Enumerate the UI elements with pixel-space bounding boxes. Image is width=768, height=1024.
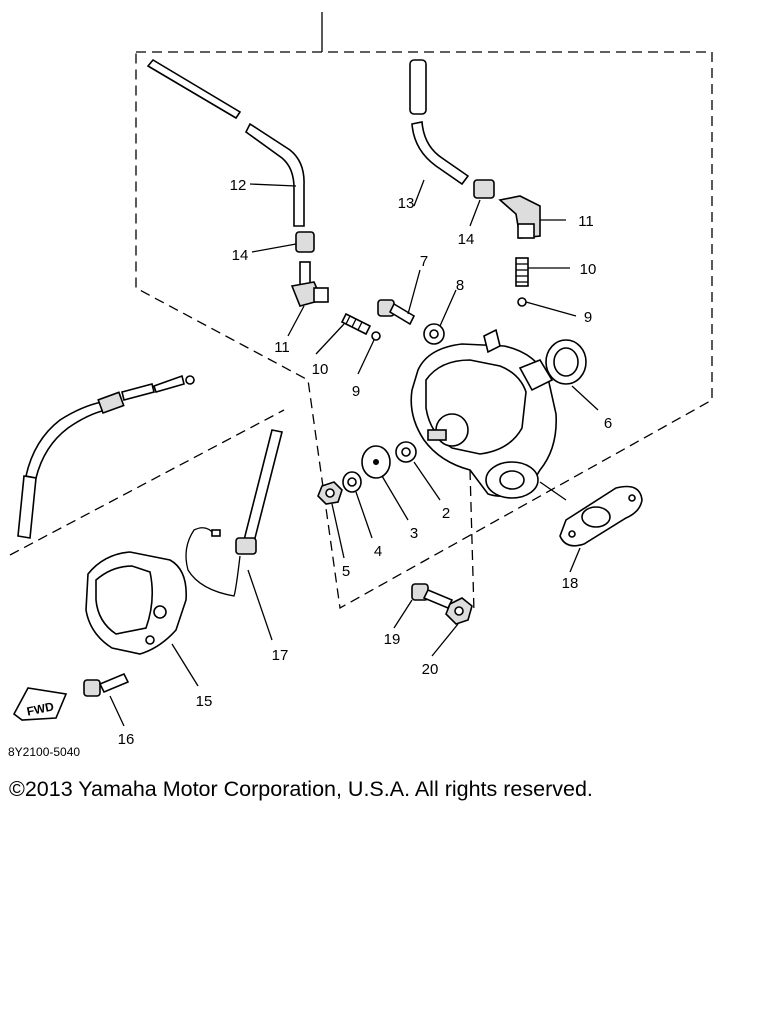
callout-11-left: 11 bbox=[274, 339, 290, 356]
sub-boundary bbox=[9, 409, 285, 556]
washer-2 bbox=[395, 441, 417, 463]
callout-5: 5 bbox=[342, 563, 350, 580]
part-code: 8Y2100-5040 bbox=[8, 745, 80, 759]
callout-9-left: 9 bbox=[352, 383, 360, 400]
callout-3: 3 bbox=[410, 525, 418, 542]
assembly-boundary bbox=[135, 12, 713, 613]
copyright-notice: ©2013 Yamaha Motor Corporation, U.S.A. A… bbox=[9, 777, 593, 801]
hose-12 bbox=[146, 58, 305, 227]
callout-10-right: 10 bbox=[580, 261, 597, 278]
callout-18: 18 bbox=[562, 575, 579, 592]
elbow-fitting-11-right bbox=[498, 195, 541, 239]
elbow-fitting-11-left bbox=[290, 261, 329, 307]
ball-9-right bbox=[517, 297, 527, 307]
fwd-label: FWD bbox=[25, 699, 55, 718]
nut-20 bbox=[445, 597, 473, 625]
callout-19: 19 bbox=[384, 631, 401, 648]
callout-16: 16 bbox=[118, 731, 135, 748]
ball-9-left bbox=[371, 331, 381, 341]
pump-cover-15 bbox=[85, 551, 187, 655]
screw-16 bbox=[83, 672, 130, 697]
callout-4: 4 bbox=[374, 543, 382, 560]
callout-13: 13 bbox=[398, 195, 415, 212]
fwd-arrow-icon: FWD bbox=[12, 687, 68, 721]
clamp-14-left bbox=[295, 231, 315, 253]
nut-5 bbox=[317, 481, 343, 505]
callout-11-right: 11 bbox=[578, 213, 594, 230]
callout-2: 2 bbox=[442, 505, 450, 522]
screw-7 bbox=[377, 299, 416, 326]
pump-body-1 bbox=[410, 328, 557, 499]
exploded-view-svg: FWD 12 14 11 10 9 13 14 11 bbox=[8, 12, 713, 759]
oil-seal-6 bbox=[545, 339, 587, 385]
spring-10-right bbox=[515, 257, 529, 287]
parts-diagram: FWD 12 14 11 10 9 13 14 11 bbox=[8, 12, 713, 759]
callout-14-left: 14 bbox=[232, 247, 249, 264]
bolt-19 bbox=[411, 583, 454, 610]
callout-10-left: 10 bbox=[312, 361, 329, 378]
leader-lines bbox=[109, 179, 599, 727]
callout-7: 7 bbox=[420, 253, 428, 270]
lockwasher-4 bbox=[342, 471, 362, 493]
callout-14-right: 14 bbox=[458, 231, 475, 248]
callout-17: 17 bbox=[272, 647, 289, 664]
pump-cable-17 bbox=[185, 429, 283, 597]
callout-12: 12 bbox=[230, 177, 247, 194]
washer-8 bbox=[423, 323, 445, 345]
callout-8: 8 bbox=[456, 277, 464, 294]
callout-15: 15 bbox=[196, 693, 213, 710]
spring-10-left bbox=[340, 312, 372, 336]
disc-3 bbox=[361, 445, 391, 479]
clamp-14-right bbox=[473, 179, 495, 199]
callout-20: 20 bbox=[422, 661, 439, 678]
callout-9-right: 9 bbox=[584, 309, 592, 326]
callout-6: 6 bbox=[604, 415, 612, 432]
callout-labels: 12 14 11 10 9 13 14 11 10 9 7 8 6 2 3 4 … bbox=[118, 177, 613, 748]
oil-cable bbox=[17, 374, 195, 539]
gasket-18 bbox=[559, 485, 643, 547]
hose-13 bbox=[409, 59, 470, 186]
